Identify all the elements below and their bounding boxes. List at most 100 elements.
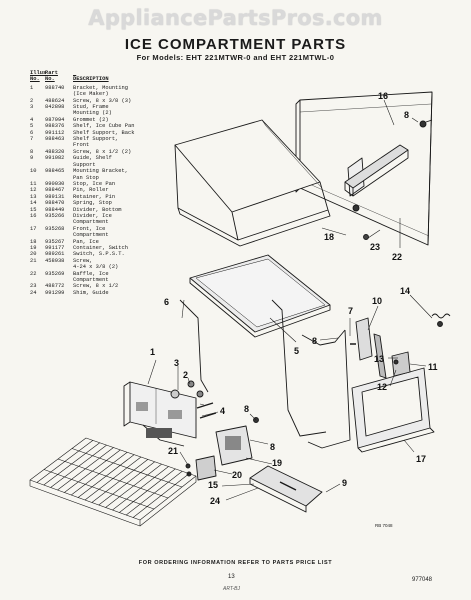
illus-number: 12 <box>30 187 37 194</box>
pan-stop-assembly <box>350 317 411 379</box>
description-line: Mounting Bracket, <box>73 168 128 175</box>
illus-number: 15 <box>30 206 37 213</box>
description-line: Compartment <box>73 277 109 283</box>
part-number: 988470 <box>45 200 65 207</box>
artist-signature: ART-BJ <box>223 586 240 592</box>
description-line: Divider, Ice <box>73 212 112 219</box>
illus-number: 23 <box>30 283 37 290</box>
illus-number: 11 <box>30 180 37 187</box>
header-illus-top: Illus. <box>30 70 50 76</box>
part-number: 935266 <box>45 212 65 219</box>
wire-shelf-rack <box>29 437 197 527</box>
callout-14: 14 <box>400 286 410 296</box>
callout-20: 20 <box>232 470 242 480</box>
part-number: 488624 <box>45 97 65 104</box>
callout-12: 12 <box>377 382 387 392</box>
callout-8-switch: 8 <box>244 404 249 414</box>
callout-8-mid: 8 <box>312 336 317 346</box>
header-part: Part No. <box>45 70 73 83</box>
page-title: ICE COMPARTMENT PARTS <box>124 36 347 53</box>
illus-number: 24 <box>30 289 37 296</box>
description-line: Baffle, Ice <box>73 270 109 277</box>
callout-24: 24 <box>210 496 220 506</box>
illus-number: 13 <box>30 193 37 200</box>
illus-number: 18 <box>30 238 37 245</box>
callout-11: 11 <box>428 362 438 372</box>
callout-10: 10 <box>372 296 382 306</box>
callout-8-top: 8 <box>404 110 409 120</box>
rack-crossbar <box>43 469 155 510</box>
rack-crossbar <box>57 458 169 499</box>
description-line: Compartment <box>73 219 109 226</box>
description-line: Screw, 8 x 3/8 (3) <box>73 97 132 104</box>
switch-container <box>185 417 259 481</box>
description-line: (Ice Maker) <box>73 91 109 98</box>
description-line: Stop, Ice Pan <box>73 180 116 187</box>
parts-table-header: Illus. No. Part No. DESCRIPTION <box>30 70 190 83</box>
header-illus-bottom: No. <box>30 76 40 83</box>
header-desc: DESCRIPTION <box>73 76 109 83</box>
illus-number: 16 <box>30 212 37 219</box>
part-description: Screw, 8 x 1/2 (2) <box>73 149 190 155</box>
callout-23: 23 <box>370 242 380 252</box>
part-number: 990030 <box>45 180 65 187</box>
page-number: 13 <box>228 574 235 580</box>
part-description: Screw, 8 x 3/8 (3) <box>73 98 190 104</box>
description-line: Spring, Stop <box>73 200 112 207</box>
part-description: Mounting Bracket,Pan Stop <box>73 168 190 181</box>
shelf-support-guide <box>344 144 409 197</box>
header-description: DESCRIPTION <box>73 70 190 83</box>
part-number: 488320 <box>45 148 65 155</box>
description-line: Bracket, Mounting <box>73 84 128 91</box>
figure-code: RB 7048 <box>375 523 393 528</box>
part-number: 988740 <box>45 84 65 91</box>
part-description: Grommet (2) <box>73 117 190 123</box>
watermark: AppliancePartsPros.com <box>88 6 383 30</box>
header-part-top: Part <box>45 70 58 76</box>
callout-9: 9 <box>342 478 347 488</box>
part-description: Screw, 8 x 1/2 <box>73 283 190 289</box>
part-description: Shelf Support,Front <box>73 136 190 149</box>
callout-8-lower: 8 <box>270 442 275 452</box>
description-line: Support <box>73 161 96 168</box>
description-line: Screw, 8 x 1/2 (2) <box>73 148 132 155</box>
part-number: 988465 <box>45 168 65 175</box>
description-line: Divider, Bottom <box>73 206 122 213</box>
part-description: Switch, S.P.S.T. <box>73 251 190 257</box>
part-description: Bracket, Mounting(Ice Maker) <box>73 85 190 98</box>
part-number: 935268 <box>45 225 65 232</box>
callout-15: 15 <box>208 480 218 490</box>
bottom-divider <box>249 465 323 513</box>
stop-spring <box>431 313 451 327</box>
part-description: Stop, Ice Pan <box>73 181 190 187</box>
part-description: Pin, Roller <box>73 187 190 193</box>
document-number: 977048 <box>412 577 433 583</box>
description-line: Pin, Roller <box>73 187 109 194</box>
illus-number: 7 <box>30 136 34 143</box>
part-number: 991299 <box>45 289 65 296</box>
model-line: For Models: EHT 221MTWR-0 and EHT 221MTW… <box>136 53 335 62</box>
description-line: Shelf, Ice Cube Pan <box>73 123 135 130</box>
description-line: Pan Stop <box>73 174 99 181</box>
illus-number: 19 <box>30 244 37 251</box>
callout-17: 17 <box>416 454 426 464</box>
part-number: 842898 <box>45 104 65 111</box>
illus-number: 14 <box>30 200 37 207</box>
part-number: 988467 <box>45 187 65 194</box>
